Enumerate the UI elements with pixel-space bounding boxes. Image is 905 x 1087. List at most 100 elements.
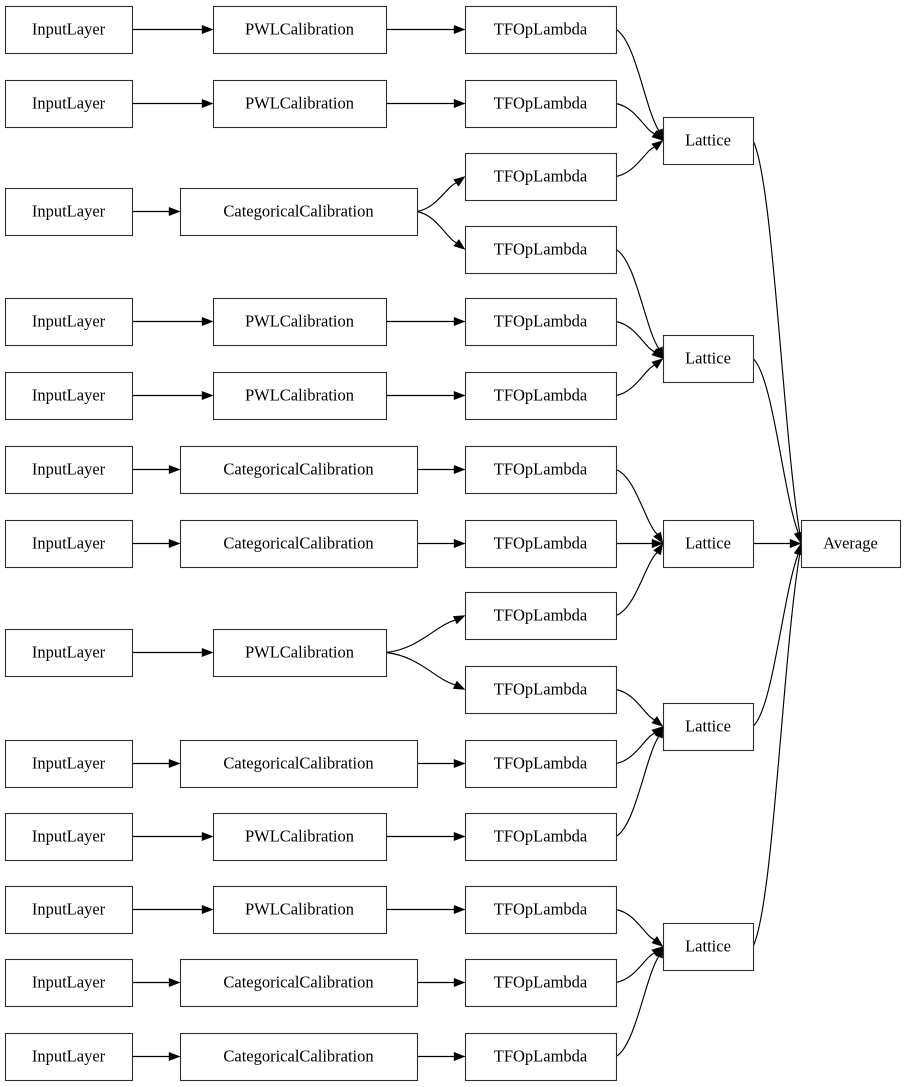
node-in3[interactable]: InputLayer — [4, 187, 134, 237]
node-op6[interactable]: TFOpLambda — [464, 371, 618, 421]
node-box-op2[interactable] — [464, 79, 618, 129]
node-box-in1[interactable] — [4, 5, 134, 55]
node-box-op13[interactable] — [464, 885, 618, 935]
node-box-cal8[interactable] — [212, 628, 388, 678]
node-in11[interactable]: InputLayer — [4, 885, 134, 935]
node-box-cal13[interactable] — [179, 1032, 419, 1082]
node-cal9[interactable]: CategoricalCalibration — [179, 739, 419, 789]
node-op5[interactable]: TFOpLambda — [464, 297, 618, 347]
node-box-in8[interactable] — [4, 628, 134, 678]
node-box-cal6[interactable] — [179, 445, 419, 495]
node-box-in2[interactable] — [4, 79, 134, 129]
node-box-cal7[interactable] — [179, 519, 419, 569]
node-box-lat2[interactable] — [662, 334, 755, 384]
node-in6[interactable]: InputLayer — [4, 445, 134, 495]
node-lat2[interactable]: Lattice — [662, 334, 755, 384]
node-cal3[interactable]: CategoricalCalibration — [179, 187, 419, 237]
node-op2[interactable]: TFOpLambda — [464, 79, 618, 129]
node-op3[interactable]: TFOpLambda — [464, 152, 618, 202]
node-box-lat3[interactable] — [662, 519, 755, 569]
node-op4[interactable]: TFOpLambda — [464, 225, 618, 275]
node-box-op1[interactable] — [464, 5, 618, 55]
node-box-avg[interactable] — [800, 519, 902, 569]
node-box-op9[interactable] — [464, 591, 618, 641]
node-op9[interactable]: TFOpLambda — [464, 591, 618, 641]
node-box-op3[interactable] — [464, 152, 618, 202]
node-box-cal10[interactable] — [212, 812, 388, 862]
node-lat5[interactable]: Lattice — [662, 922, 755, 972]
node-op12[interactable]: TFOpLambda — [464, 812, 618, 862]
edge-cal10-to-op12 — [386, 832, 466, 841]
node-box-lat5[interactable] — [662, 922, 755, 972]
edges-layer — [132, 25, 805, 1061]
node-in2[interactable]: InputLayer — [4, 79, 134, 129]
node-in5[interactable]: InputLayer — [4, 371, 134, 421]
node-box-in9[interactable] — [4, 739, 134, 789]
node-cal8[interactable]: PWLCalibration — [212, 628, 388, 678]
node-box-op6[interactable] — [464, 371, 618, 421]
arrowhead-icon — [201, 25, 214, 34]
node-box-lat1[interactable] — [662, 116, 755, 166]
node-lat3[interactable]: Lattice — [662, 519, 755, 569]
node-box-cal4[interactable] — [212, 297, 388, 347]
node-cal5[interactable]: PWLCalibration — [212, 371, 388, 421]
node-box-in7[interactable] — [4, 519, 134, 569]
node-in9[interactable]: InputLayer — [4, 739, 134, 789]
node-cal7[interactable]: CategoricalCalibration — [179, 519, 419, 569]
node-box-op8[interactable] — [464, 519, 618, 569]
edge-op11-to-lat4 — [615, 726, 664, 765]
node-cal2[interactable]: PWLCalibration — [212, 79, 388, 129]
node-box-in12[interactable] — [4, 958, 134, 1008]
node-box-cal11[interactable] — [212, 885, 388, 935]
node-box-lat4[interactable] — [662, 702, 755, 752]
node-in12[interactable]: InputLayer — [4, 958, 134, 1008]
node-box-op7[interactable] — [464, 445, 618, 495]
arrowhead-icon — [653, 531, 664, 544]
node-in1[interactable]: InputLayer — [4, 5, 134, 55]
node-in7[interactable]: InputLayer — [4, 519, 134, 569]
node-box-cal3[interactable] — [179, 187, 419, 237]
node-box-op12[interactable] — [464, 812, 618, 862]
node-cal12[interactable]: CategoricalCalibration — [179, 958, 419, 1008]
arrowhead-icon — [453, 832, 466, 841]
node-in13[interactable]: InputLayer — [4, 1032, 134, 1082]
node-box-cal1[interactable] — [212, 5, 388, 55]
node-box-op4[interactable] — [464, 225, 618, 275]
node-box-in10[interactable] — [4, 812, 134, 862]
node-op10[interactable]: TFOpLambda — [464, 665, 618, 715]
node-box-in11[interactable] — [4, 885, 134, 935]
node-box-in6[interactable] — [4, 445, 134, 495]
node-in4[interactable]: InputLayer — [4, 297, 134, 347]
node-op8[interactable]: TFOpLambda — [464, 519, 618, 569]
node-box-op15[interactable] — [464, 1032, 618, 1082]
node-box-cal9[interactable] — [179, 739, 419, 789]
node-op1[interactable]: TFOpLambda — [464, 5, 618, 55]
node-cal4[interactable]: PWLCalibration — [212, 297, 388, 347]
node-cal10[interactable]: PWLCalibration — [212, 812, 388, 862]
node-in8[interactable]: InputLayer — [4, 628, 134, 678]
node-lat1[interactable]: Lattice — [662, 116, 755, 166]
node-cal11[interactable]: PWLCalibration — [212, 885, 388, 935]
node-op14[interactable]: TFOpLambda — [464, 958, 618, 1008]
node-box-in3[interactable] — [4, 187, 134, 237]
node-box-in13[interactable] — [4, 1032, 134, 1082]
node-op11[interactable]: TFOpLambda — [464, 739, 618, 789]
node-cal6[interactable]: CategoricalCalibration — [179, 445, 419, 495]
node-box-in5[interactable] — [4, 371, 134, 421]
node-box-op5[interactable] — [464, 297, 618, 347]
node-op7[interactable]: TFOpLambda — [464, 445, 618, 495]
node-box-op10[interactable] — [464, 665, 618, 715]
node-cal1[interactable]: PWLCalibration — [212, 5, 388, 55]
node-cal13[interactable]: CategoricalCalibration — [179, 1032, 419, 1082]
node-box-cal5[interactable] — [212, 371, 388, 421]
node-op15[interactable]: TFOpLambda — [464, 1032, 618, 1082]
node-box-cal12[interactable] — [179, 958, 419, 1008]
node-box-in4[interactable] — [4, 297, 134, 347]
node-box-op11[interactable] — [464, 739, 618, 789]
node-box-op14[interactable] — [464, 958, 618, 1008]
node-lat4[interactable]: Lattice — [662, 702, 755, 752]
node-in10[interactable]: InputLayer — [4, 812, 134, 862]
node-box-cal2[interactable] — [212, 79, 388, 129]
node-op13[interactable]: TFOpLambda — [464, 885, 618, 935]
node-avg[interactable]: Average — [800, 519, 902, 569]
